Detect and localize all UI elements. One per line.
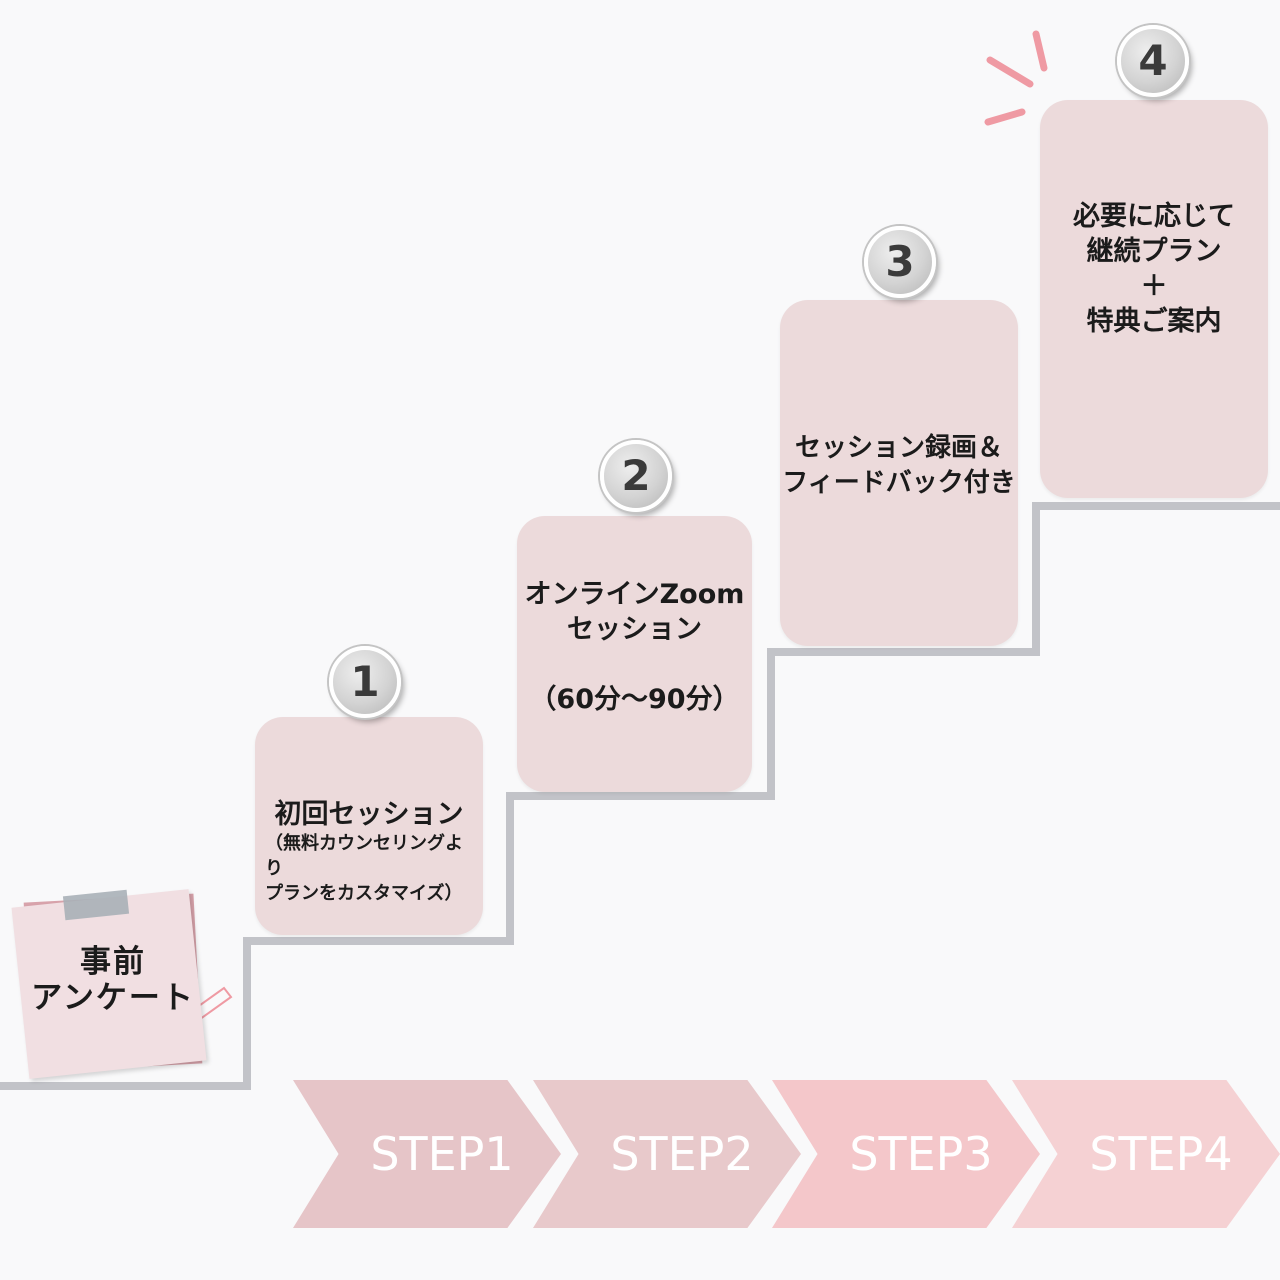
step3-number-badge: 3 [864,226,936,298]
step1-card: 初回セッション （無料カウンセリングより プランをカスタマイズ） [255,717,483,935]
step1-card-title: 初回セッション [274,799,464,830]
step4-card-text: 必要に応じて 継続プラン ＋ 特典ご案内 [1073,201,1235,337]
step2-card: オンラインZoom セッション （60分〜90分） [517,516,752,792]
step4-number-badge: 4 [1117,25,1189,97]
step2-label: STEP2 [610,1127,754,1181]
step4-label: STEP4 [1089,1127,1233,1181]
step1-number-badge: 1 [329,646,401,718]
step1-label: STEP1 [370,1127,514,1181]
step3-label: STEP3 [849,1127,993,1181]
sparkle-icon [984,30,1048,126]
staircase-line [0,502,1280,1090]
step4-card: 必要に応じて 継続プラン ＋ 特典ご案内 [1040,100,1268,498]
step3-card: セッション録画＆ フィードバック付き [780,300,1018,646]
step2-number-badge: 2 [600,440,672,512]
step3-card-text: セッション録画＆ フィードバック付き [782,433,1016,498]
sticky-note-text: 事前 アンケート [31,944,195,1016]
step1-card-note: （無料カウンセリングより プランをカスタマイズ） [265,833,463,904]
step2-card-text: オンラインZoom セッション （60分〜90分） [524,579,745,715]
